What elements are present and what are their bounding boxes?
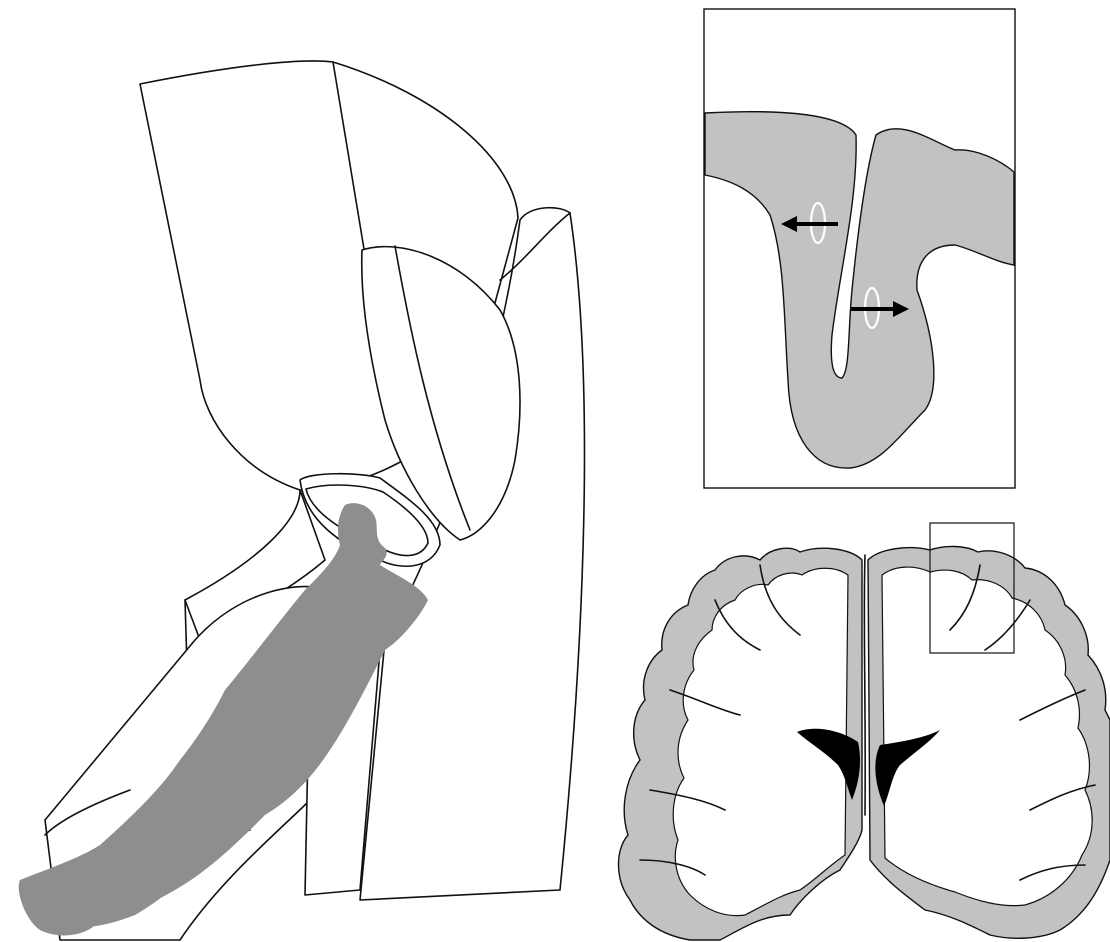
cortex-sulcus-detail-inset (704, 9, 1015, 488)
interhemispheric-fissure (864, 555, 865, 815)
coronal-brain-section (618, 523, 1110, 940)
meg-scanner-illustration (19, 61, 585, 940)
